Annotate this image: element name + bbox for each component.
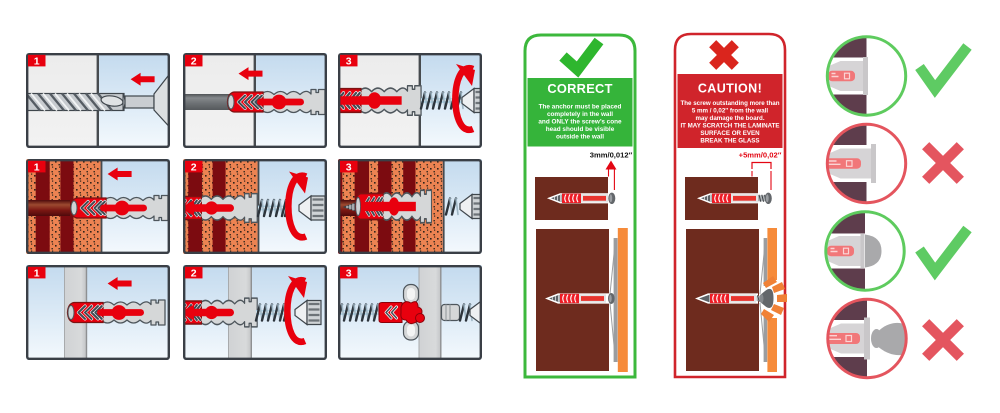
svg-text:CAUTION!: CAUTION! (698, 82, 762, 96)
svg-text:completely in the wall: completely in the wall (547, 111, 613, 118)
svg-text:1: 1 (34, 267, 40, 279)
svg-text:CORRECT: CORRECT (547, 81, 612, 96)
svg-text:SURFACE OR EVEN: SURFACE OR EVEN (700, 130, 760, 137)
svg-text:and ONLY the screw’s cone: and ONLY the screw’s cone (538, 119, 622, 126)
svg-text:2: 2 (191, 267, 197, 279)
svg-text:The anchor must be placed: The anchor must be placed (539, 104, 622, 111)
svg-text:3: 3 (346, 267, 352, 279)
svg-text:5 mm / 0,02″ from the wall: 5 mm / 0,02″ from the wall (692, 108, 768, 115)
svg-text:outside the wall: outside the wall (556, 134, 604, 141)
svg-text:3: 3 (346, 55, 352, 67)
svg-text:may damage the board.: may damage the board. (695, 115, 764, 122)
svg-text:1: 1 (34, 161, 40, 173)
svg-text:2: 2 (191, 55, 197, 67)
svg-text:3: 3 (346, 161, 352, 173)
svg-text:3mm/0,012″: 3mm/0,012″ (590, 151, 633, 160)
svg-text:head should be visible: head should be visible (546, 126, 615, 133)
svg-text:The screw outstanding more tha: The screw outstanding more than (680, 100, 779, 107)
svg-text:2: 2 (191, 161, 197, 173)
svg-text:BREAK THE GLASS: BREAK THE GLASS (700, 138, 759, 145)
svg-text:+5mm/0,02″: +5mm/0,02″ (739, 151, 782, 160)
svg-text:IT MAY SCRATCH THE LAMINATE: IT MAY SCRATCH THE LAMINATE (680, 123, 779, 130)
svg-text:1: 1 (34, 55, 40, 67)
